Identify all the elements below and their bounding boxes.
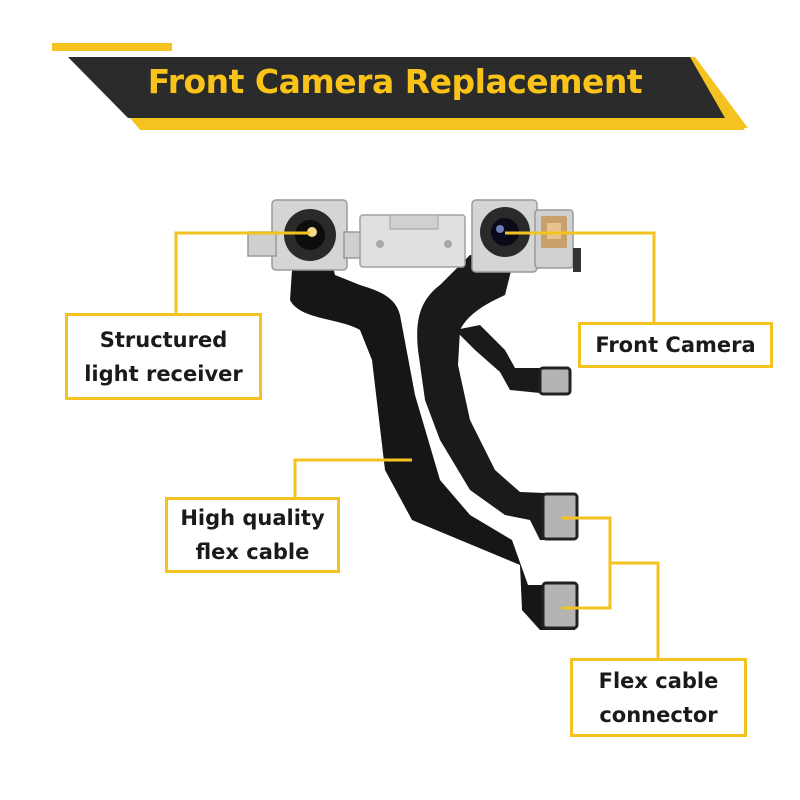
connector-pad-bottom bbox=[541, 581, 579, 630]
flex-connectors bbox=[538, 366, 579, 630]
structured-light-label-line2: light receiver bbox=[84, 361, 243, 386]
title-banner bbox=[52, 43, 748, 130]
front-camera-label: Front Camera bbox=[578, 322, 773, 368]
right-flex-cable bbox=[417, 255, 578, 540]
flex-cable-label-line1: High quality bbox=[180, 506, 325, 530]
flex-cable-assembly bbox=[290, 255, 578, 630]
page-title: Front Camera Replacement bbox=[147, 62, 643, 101]
structured-light-receiver-label: Structured light receiver bbox=[65, 313, 262, 400]
flex-cable-callout-line bbox=[293, 458, 412, 497]
center-bracket bbox=[359, 214, 466, 268]
flex-cable-connector-label: Flex cable connector bbox=[570, 658, 747, 737]
front-camera-callout-line bbox=[505, 231, 656, 322]
connector-pad-top bbox=[538, 366, 572, 396]
connector-callout-line bbox=[610, 561, 660, 658]
callout-lines bbox=[174, 231, 660, 658]
camera-bracket-right bbox=[471, 199, 581, 273]
connector-label-line2: connector bbox=[599, 702, 718, 727]
camera-bracket-left bbox=[247, 199, 363, 271]
front-camera-lens bbox=[496, 225, 504, 233]
flex-cable-label-line2: flex cable bbox=[195, 540, 310, 564]
front-camera-label-line1: Front Camera bbox=[595, 333, 756, 357]
connector-label-line1: Flex cable bbox=[598, 668, 719, 693]
banner-dark-band bbox=[68, 57, 725, 118]
banner-accent-bar-top bbox=[52, 43, 172, 51]
flex-cable-label: High quality flex cable bbox=[165, 497, 340, 573]
structured-light-callout-line bbox=[174, 231, 310, 313]
structured-light-label-line1: Structured bbox=[99, 327, 228, 352]
